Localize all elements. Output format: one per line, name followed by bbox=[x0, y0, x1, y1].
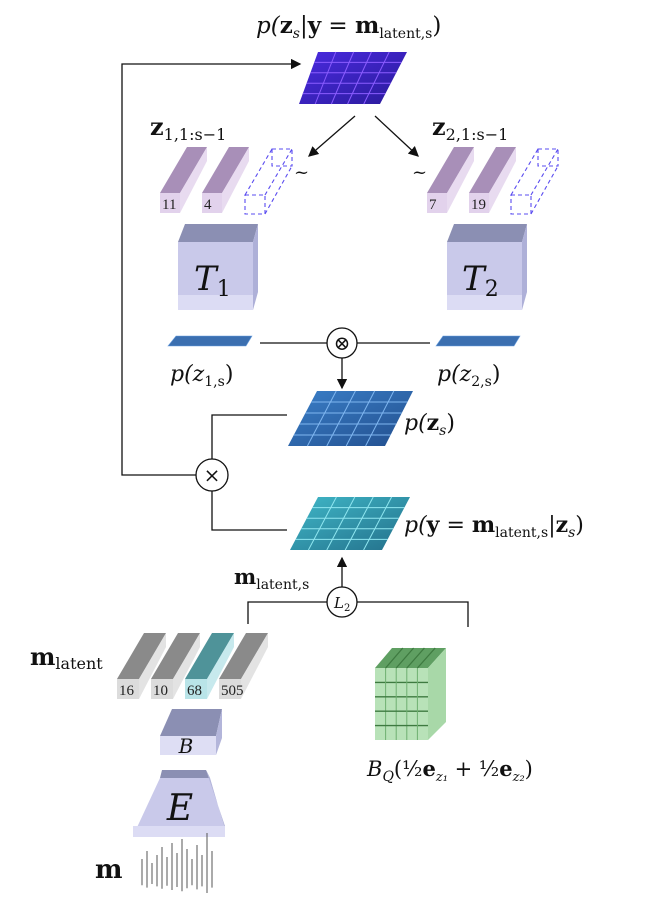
codebook-cube bbox=[375, 647, 446, 740]
transformer-1-label: T bbox=[194, 259, 219, 299]
token-index: 16 bbox=[119, 683, 135, 699]
feedback-arrow bbox=[121, 58, 302, 476]
bottleneck-block: B bbox=[160, 709, 222, 758]
token-index: 11 bbox=[162, 197, 176, 213]
encoder-block: E bbox=[133, 770, 225, 837]
codebook-label: BQ(½ez₁ + ½ez₂) bbox=[366, 756, 533, 785]
likelihood-grid bbox=[290, 496, 410, 551]
latent-token-bar: 10 bbox=[151, 633, 200, 699]
l2-label: L bbox=[333, 594, 344, 612]
p-z2-label: p(z2,s) bbox=[437, 362, 500, 390]
token-bar: 19 bbox=[469, 147, 516, 213]
token-bar: 4 bbox=[202, 147, 249, 213]
encoder-label: E bbox=[166, 788, 193, 829]
token-bar: 7 bbox=[427, 147, 474, 213]
input-label: m bbox=[95, 855, 123, 885]
l2-distance-node bbox=[326, 586, 358, 618]
likelihood-label: p(y = mlatent,s|zs) bbox=[404, 512, 584, 541]
transformer-2-label: T bbox=[462, 259, 487, 299]
posterior-label: p(zs|y = mlatent,s) bbox=[256, 12, 441, 42]
m-latent-s-label: mlatent,s bbox=[234, 564, 309, 593]
token-index: 505 bbox=[221, 683, 244, 699]
z1-history-label: z1,1:s−1 bbox=[150, 112, 226, 144]
z1-token-bars: 11 4 bbox=[160, 147, 293, 215]
p-z2-strip bbox=[435, 335, 521, 347]
token-bar: 11 bbox=[160, 147, 207, 213]
token-index: 7 bbox=[429, 197, 437, 213]
svg-text:T2: T2 bbox=[462, 259, 499, 302]
transformer-2-block: T2 bbox=[447, 224, 527, 310]
sample-arrow-1 bbox=[308, 115, 356, 157]
latent-token-bar: 505 bbox=[219, 633, 268, 699]
token-index: 10 bbox=[153, 683, 168, 699]
posterior-grid bbox=[299, 51, 407, 105]
token-index: 19 bbox=[471, 197, 486, 213]
svg-text:L2: L2 bbox=[333, 594, 350, 614]
p-zs-label: p(zs) bbox=[404, 410, 455, 439]
latent-token-bar: 68 bbox=[185, 633, 234, 699]
m-latent-label: mlatent bbox=[30, 642, 103, 673]
z2-token-bars: 7 19 bbox=[427, 147, 559, 215]
product-node bbox=[195, 458, 229, 492]
p-z1-label: p(z1,s) bbox=[170, 362, 233, 390]
token-index: 4 bbox=[204, 197, 212, 213]
next-token-placeholder bbox=[510, 148, 559, 215]
m-latent-token-bars: 16 10 68 505 bbox=[117, 633, 268, 699]
tilde-1: ~ bbox=[294, 162, 309, 183]
svg-text:T1: T1 bbox=[194, 259, 231, 302]
token-index: 68 bbox=[187, 683, 202, 699]
prior-grid bbox=[288, 390, 413, 447]
next-token-placeholder bbox=[244, 148, 293, 215]
tilde-2: ~ bbox=[412, 162, 427, 183]
transformer-1-block: T1 bbox=[178, 224, 258, 310]
latent-token-bar: 16 bbox=[117, 633, 166, 699]
otimes-symbol: ⊗ bbox=[334, 331, 351, 355]
sample-arrow-2 bbox=[374, 115, 419, 157]
p-z1-strip bbox=[167, 335, 253, 347]
times-symbol: × bbox=[204, 463, 221, 487]
bottleneck-label: B bbox=[178, 734, 194, 758]
waveform-icon bbox=[141, 833, 213, 893]
z2-history-label: z2,1:s−1 bbox=[432, 112, 508, 144]
